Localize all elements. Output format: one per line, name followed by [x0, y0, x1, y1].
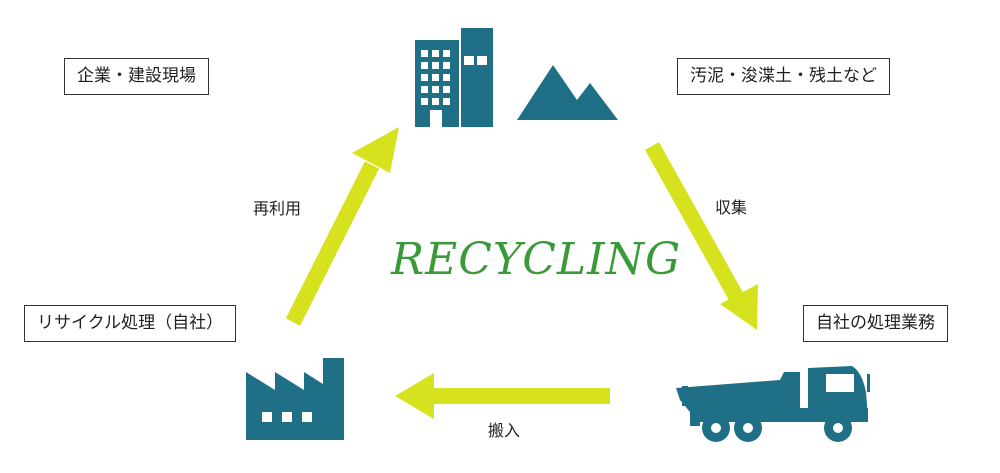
recycling-title: RECYCLING [391, 234, 682, 285]
left-label: リサイクル処理（自社） [24, 305, 237, 342]
collect-label: 収集 [715, 198, 748, 217]
transport-arrow [395, 373, 610, 419]
top-right-label: 汚泥・浚渫土・残土など [677, 58, 890, 95]
right-label: 自社の処理業務 [803, 305, 948, 342]
dump-truck-icon [676, 366, 870, 442]
reuse-label: 再利用 [253, 199, 302, 218]
transport-label: 搬入 [488, 421, 521, 440]
reuse-arrow [285, 127, 399, 326]
factory-icon [246, 358, 344, 440]
mountain-icon [517, 65, 618, 120]
office-building-icon [415, 28, 493, 127]
top-left-label: 企業・建設現場 [64, 58, 209, 95]
collect-arrow [645, 142, 758, 330]
